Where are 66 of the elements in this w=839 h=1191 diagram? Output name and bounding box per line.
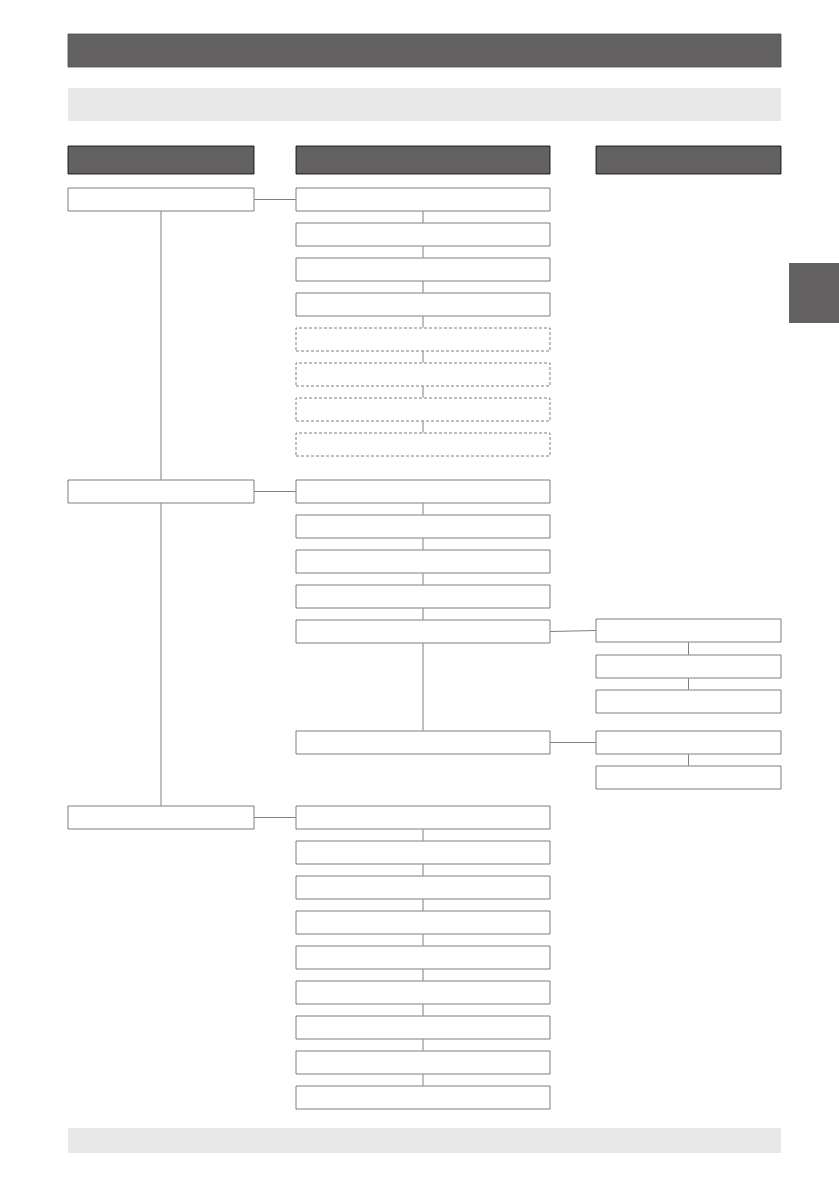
menu-box — [295, 292, 551, 317]
menu-box — [295, 619, 551, 644]
column-header — [67, 145, 255, 175]
menu-box — [295, 1050, 551, 1075]
connector-line — [254, 817, 296, 818]
menu-box — [595, 765, 782, 790]
connector-line — [550, 742, 596, 743]
connector-line — [688, 754, 689, 766]
menu-box — [295, 1015, 551, 1040]
connector-line — [422, 1074, 424, 1086]
menu-box — [295, 875, 551, 900]
connector-line — [422, 316, 424, 328]
connector-line — [254, 491, 296, 492]
dashed-box — [295, 397, 551, 422]
menu-box — [295, 910, 551, 935]
title-bar — [67, 33, 782, 68]
connector-line — [688, 642, 689, 655]
connector-line — [422, 538, 424, 550]
connector-line — [422, 211, 424, 223]
menu-box — [295, 980, 551, 1005]
connector-line — [422, 899, 424, 911]
menu-box — [67, 187, 255, 212]
menu-box — [595, 618, 782, 643]
menu-box — [595, 654, 782, 679]
menu-box — [295, 514, 551, 539]
connector-line — [422, 934, 424, 946]
menu-box — [295, 945, 551, 970]
connector-line — [422, 608, 424, 620]
dashed-box — [295, 432, 551, 457]
menu-box — [67, 805, 255, 830]
connector-line — [688, 678, 689, 690]
menu-box — [295, 257, 551, 282]
column-header — [595, 145, 782, 175]
connector-line — [422, 969, 424, 981]
connector-line — [422, 643, 424, 731]
connector-line — [422, 281, 424, 293]
connector-line — [160, 503, 162, 806]
connector-line — [422, 386, 424, 398]
connector-line — [422, 503, 424, 515]
menu-box — [295, 187, 551, 212]
dashed-box — [295, 362, 551, 387]
menu-box — [295, 840, 551, 865]
connector-line — [422, 1004, 424, 1016]
menu-box — [67, 479, 255, 504]
connector-line — [422, 829, 424, 841]
connector-line — [160, 211, 162, 480]
menu-box — [295, 222, 551, 247]
menu-box — [595, 689, 782, 714]
connector-line — [422, 1039, 424, 1051]
connector-line — [422, 573, 424, 585]
dashed-box — [295, 327, 551, 352]
connector-line — [550, 630, 596, 632]
menu-box — [295, 479, 551, 504]
menu-box — [295, 1085, 551, 1110]
menu-box — [295, 730, 551, 755]
menu-box — [295, 584, 551, 609]
menu-box — [295, 805, 551, 830]
connector-line — [422, 864, 424, 876]
connector-line — [422, 246, 424, 258]
side-tab — [789, 263, 839, 323]
connector-line — [422, 351, 424, 363]
menu-box — [295, 549, 551, 574]
menu-box — [595, 730, 782, 755]
connector-line — [422, 421, 424, 433]
connector-line — [254, 199, 296, 200]
column-header — [295, 145, 551, 175]
